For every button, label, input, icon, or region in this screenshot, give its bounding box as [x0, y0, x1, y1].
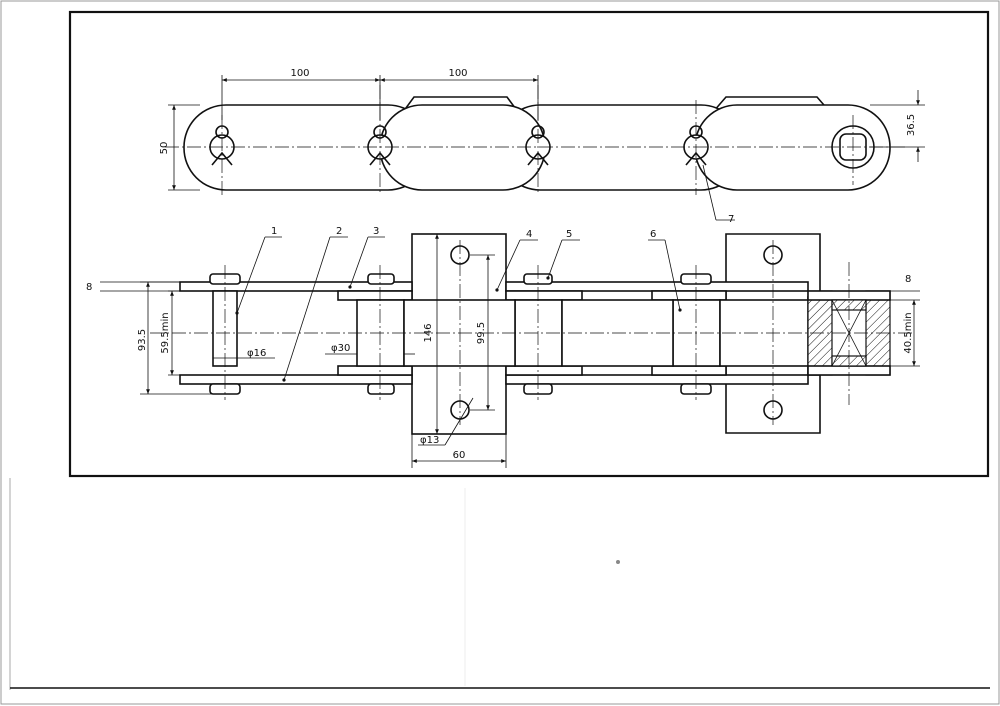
svg-text:7: 7 [728, 214, 734, 225]
dim-right-inner-width: 40.5min [890, 300, 920, 367]
dim-chain-width: 93.5 [137, 281, 212, 395]
inner-link-plate-front [379, 104, 546, 191]
svg-text:φ13: φ13 [420, 435, 439, 446]
dim-plate-thickness-right: 8 [890, 274, 920, 301]
svg-text:φ16: φ16 [247, 348, 266, 359]
balloon-1: 1 [235, 226, 282, 315]
svg-text:50: 50 [159, 142, 170, 155]
svg-text:60: 60 [453, 450, 466, 461]
svg-text:93.5: 93.5 [137, 329, 148, 351]
dim-pitch: 100 100 [221, 68, 539, 120]
svg-text:5: 5 [566, 229, 572, 240]
dim-pin-diameter: φ16 [213, 348, 275, 359]
svg-text:4: 4 [526, 229, 532, 240]
svg-text:6: 6 [650, 229, 656, 240]
svg-text:146: 146 [423, 323, 434, 342]
balloon-7: 7 [702, 164, 735, 225]
inner-link-plate-front [694, 104, 891, 191]
dim-half-height: 36.5 [870, 90, 925, 162]
balloon-2: 2 [282, 226, 348, 382]
svg-text:8: 8 [86, 282, 92, 293]
balloon-3: 3 [348, 226, 385, 289]
dim-roller-diameter: φ30 [325, 343, 415, 355]
dim-hole-spacing: 99.5 [470, 254, 495, 411]
dim-attachment-height: 146 [423, 234, 439, 434]
svg-text:3: 3 [373, 226, 379, 237]
balloon-6: 6 [648, 229, 682, 312]
chain-front-view: 100 100 50 36.5 7 [159, 68, 925, 225]
dim-pitch-1: 100 [290, 68, 309, 79]
dim-plate-height: 50 [159, 104, 200, 191]
svg-text:1: 1 [271, 226, 277, 237]
balloon-4: 4 [495, 229, 538, 292]
svg-text:2: 2 [336, 226, 342, 237]
svg-text:36.5: 36.5 [906, 114, 917, 136]
dim-hole-diameter: φ13 [418, 397, 474, 446]
dim-attachment-width: 60 [411, 434, 507, 468]
chain-top-view: 8 93.5 59.5min φ16 φ30 1 4 [86, 226, 920, 468]
svg-text:φ30: φ30 [331, 343, 350, 354]
svg-text:40.5min: 40.5min [903, 312, 914, 353]
svg-text:59.5min: 59.5min [160, 312, 171, 353]
svg-text:99.5: 99.5 [476, 322, 487, 344]
dim-pitch-2: 100 [448, 68, 467, 79]
dim-inner-width: 59.5min [160, 290, 210, 376]
balloon-5: 5 [546, 229, 580, 280]
svg-text:8: 8 [905, 274, 911, 285]
